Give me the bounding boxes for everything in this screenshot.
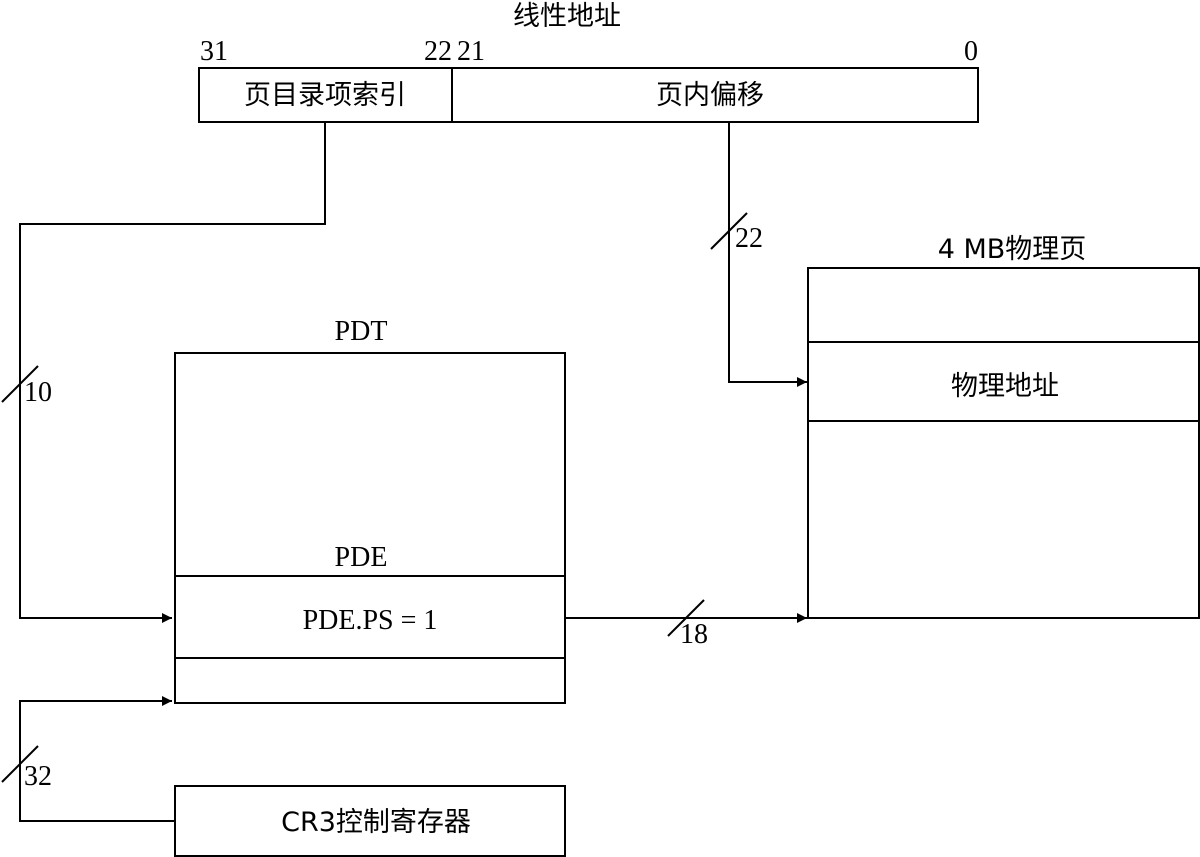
bit-label-22: 22	[424, 36, 452, 67]
cr3-width-tick	[1, 745, 39, 783]
pde-label: PDE	[335, 542, 388, 573]
offset-width-tick	[710, 212, 748, 250]
pde-entry-value: PDE.PS = 1	[303, 605, 438, 636]
field-page-offset: 页内偏移	[656, 80, 764, 111]
bit-label-31: 31	[200, 36, 228, 67]
cr3-width-label: 32	[24, 761, 52, 792]
field-dir-index: 页目录项索引	[244, 80, 406, 111]
pde-to-page-width-tick	[667, 599, 705, 637]
dir-index-arrow	[19, 122, 326, 623]
linear-address-title: 线性地址	[513, 1, 621, 32]
offset-width-label: 22	[735, 223, 763, 254]
physical-page-title: 4 MB物理页	[938, 234, 1087, 265]
bit-label-0: 0	[964, 36, 978, 67]
physical-page	[807, 267, 1200, 619]
physical-address-label: 物理地址	[951, 371, 1059, 402]
dir-index-width-label: 10	[24, 377, 52, 408]
pdt-title: PDT	[335, 316, 388, 347]
cr3-to-pdt-arrow	[19, 696, 175, 822]
offset-arrow	[728, 122, 807, 387]
cr3-register	[174, 785, 566, 857]
bit-label-21: 21	[457, 36, 485, 67]
pde-to-page-width-label: 18	[680, 619, 708, 650]
linear-address-register	[198, 67, 979, 123]
dir-index-width-tick	[1, 365, 39, 403]
pdt-table	[174, 352, 566, 704]
cr3-label: CR3控制寄存器	[281, 807, 471, 838]
